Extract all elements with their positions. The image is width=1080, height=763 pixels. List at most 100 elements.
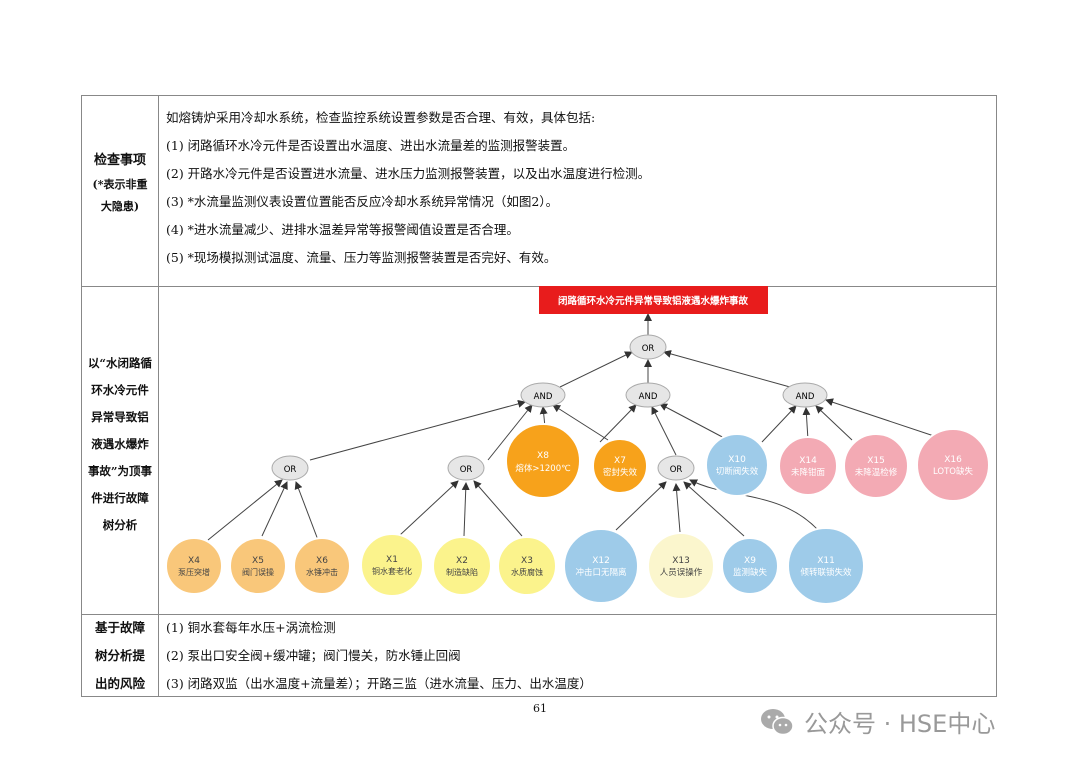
event-x13: X13 人员误操作 — [647, 532, 715, 600]
gate-label: AND — [534, 392, 553, 402]
gate-or-top: OR — [629, 334, 667, 360]
inspection-items-label: 检查事项 (*表示非重 大隐患) — [82, 148, 158, 218]
risk-item: (2) 泵出口安全阀+缓冲罐；阀门慢关，防水锤止回阀 — [166, 648, 461, 663]
label-line: 事故”为顶事 — [87, 464, 153, 478]
inspection-item: (5) *现场模拟测试温度、流量、压力等监测报警装置是否完好、有效。 — [166, 250, 557, 265]
event-desc: 阀门误操 — [242, 567, 274, 577]
watermark: 公众号 · HSE中心 — [760, 704, 995, 739]
event-desc: 密封失效 — [603, 467, 638, 478]
gate-and-2: AND — [625, 382, 671, 408]
event-desc: 水锤冲击 — [306, 567, 338, 577]
label-line: 出的风险 — [94, 676, 145, 691]
event-code: X16 — [944, 455, 962, 465]
event-code: X14 — [799, 456, 817, 466]
inspection-item: (3) *水流量监测仪表设置位置能否反应冷却水系统异常情况（如图2）。 — [166, 194, 559, 209]
event-x15: X15 未降温检修 — [843, 433, 909, 499]
event-code: X4 — [188, 556, 200, 566]
event-desc: 未降温检修 — [855, 467, 898, 478]
event-code: X5 — [252, 556, 264, 566]
event-x7: X7 密封失效 — [592, 438, 648, 494]
inspection-item: (1) 闭路循环水冷元件是否设置出水温度、进出水流量差的监测报警装置。 — [166, 138, 576, 153]
gate-label: OR — [642, 344, 655, 354]
event-code: X12 — [592, 556, 610, 566]
top-event-box — [539, 286, 768, 314]
risk-measures-text: (1) 铜水套每年水压+涡流检测 (2) 泵出口安全阀+缓冲罐；阀门慢关，防水锤… — [166, 614, 592, 698]
label-line: 树分析提 — [94, 648, 145, 663]
gate-label: AND — [639, 392, 658, 402]
row-divider — [82, 614, 996, 615]
event-code: X1 — [386, 555, 398, 565]
event-x12: X12 冲击口无隔离 — [563, 528, 639, 604]
gate-label: OR — [460, 465, 473, 475]
gate-or-1: OR — [271, 455, 309, 481]
event-code: X11 — [817, 556, 835, 566]
event-x4: X4 泵压突增 — [165, 537, 223, 595]
event-x1: X1 铜水套老化 — [360, 533, 424, 597]
event-code: X7 — [614, 456, 626, 466]
label-line: 液遇水爆炸 — [91, 437, 149, 451]
event-x8: X8 熔体>1200℃ — [505, 423, 581, 499]
gate-or-3: OR — [657, 455, 695, 481]
gate-label: AND — [796, 392, 815, 402]
top-event-label: 闭路循环水冷元件异常导致铝液遇水爆炸事故 — [558, 295, 749, 307]
event-x3: X3 水质腐蚀 — [497, 536, 557, 596]
risk-label: 基于故障 树分析提 出的风险 — [82, 614, 158, 698]
inspection-items-text: 如熔铸炉采用冷却水系统，检查监控系统设置参数是否合理、有效，具体包括: (1) … — [166, 104, 650, 272]
event-code: X8 — [537, 451, 549, 461]
inspection-item: (4) *进水流量减少、进排水温差异常等报警阈值设置是否合理。 — [166, 222, 519, 237]
event-code: X2 — [456, 556, 468, 566]
event-desc: 监测缺失 — [733, 567, 768, 578]
event-code: X13 — [672, 556, 690, 566]
inspection-item: (2) 开路水冷元件是否设置进水流量、进水压力监测报警装置，以及出水温度进行检测… — [166, 166, 651, 181]
intro-text: 如熔铸炉采用冷却水系统，检查监控系统设置参数是否合理、有效，具体包括: — [166, 110, 596, 125]
gate-and-3: AND — [782, 382, 828, 408]
event-desc: 水质腐蚀 — [511, 567, 543, 577]
event-desc: 切断阀失效 — [716, 466, 759, 477]
event-x11: X11 倾转联锁失效 — [787, 527, 865, 605]
label-line: 树分析 — [102, 518, 138, 532]
event-desc: 人员误操作 — [660, 567, 703, 578]
event-x16: X16 LOTO缺失 — [916, 428, 990, 502]
event-desc: 熔体>1200℃ — [515, 463, 571, 474]
label-line: 大隐患) — [100, 200, 140, 213]
event-x14: X14 未降钳面 — [778, 436, 838, 496]
event-code: X10 — [728, 455, 746, 465]
event-desc: 倾转联锁失效 — [800, 567, 852, 578]
connector-lines — [207, 313, 941, 541]
event-code: X9 — [744, 556, 756, 566]
label-line: 检查事项 — [93, 153, 146, 168]
event-code: X15 — [867, 456, 885, 466]
risk-item: (1) 铜水套每年水压+涡流检测 — [166, 620, 336, 635]
watermark-text: 公众号 · HSE中心 — [804, 710, 996, 738]
event-code: X6 — [316, 556, 328, 566]
risk-item: (3) 闭路双监（出水温度+流量差）；开路三监（进水流量、压力、出水温度） — [166, 676, 592, 691]
gate-label: OR — [284, 465, 297, 475]
label-line: 基于故障 — [94, 620, 145, 635]
column-divider — [158, 96, 159, 696]
label-line: 环水冷元件 — [91, 383, 149, 397]
event-x10: X10 切断阀失效 — [705, 433, 769, 497]
event-x5: X5 阀门误操 — [229, 537, 287, 595]
event-desc: 铜水套老化 — [372, 566, 412, 576]
gate-and-1: AND — [520, 382, 566, 408]
event-x6: X6 水锤冲击 — [293, 537, 351, 595]
fault-tree-label: 以“水闭路循 环水冷元件 异常导致铝 液遇水爆炸 事故”为顶事 件进行故障 树分… — [82, 350, 158, 539]
label-line: 以“水闭路循 — [87, 356, 153, 370]
label-line: (*表示非重 — [92, 178, 148, 191]
label-line: 异常导致铝 — [91, 410, 149, 424]
event-desc: LOTO缺失 — [933, 466, 974, 477]
event-x2: X2 制造缺陷 — [432, 536, 492, 596]
event-desc: 泵压突增 — [178, 567, 210, 577]
event-desc: 冲击口无隔离 — [575, 567, 626, 578]
event-x9: X9 监测缺失 — [721, 537, 779, 595]
label-line: 件进行故障 — [91, 491, 149, 505]
wechat-icon — [761, 708, 794, 735]
event-desc: 未降钳面 — [791, 467, 826, 478]
page-number: 61 — [533, 702, 547, 715]
gate-label: OR — [670, 465, 683, 475]
gate-or-2: OR — [447, 455, 485, 481]
event-desc: 制造缺陷 — [446, 567, 478, 577]
event-code: X3 — [521, 556, 533, 566]
inspection-table: 检查事项 (*表示非重 大隐患) 如熔铸炉采用冷却水系统，检查监控系统设置参数是… — [81, 95, 997, 697]
